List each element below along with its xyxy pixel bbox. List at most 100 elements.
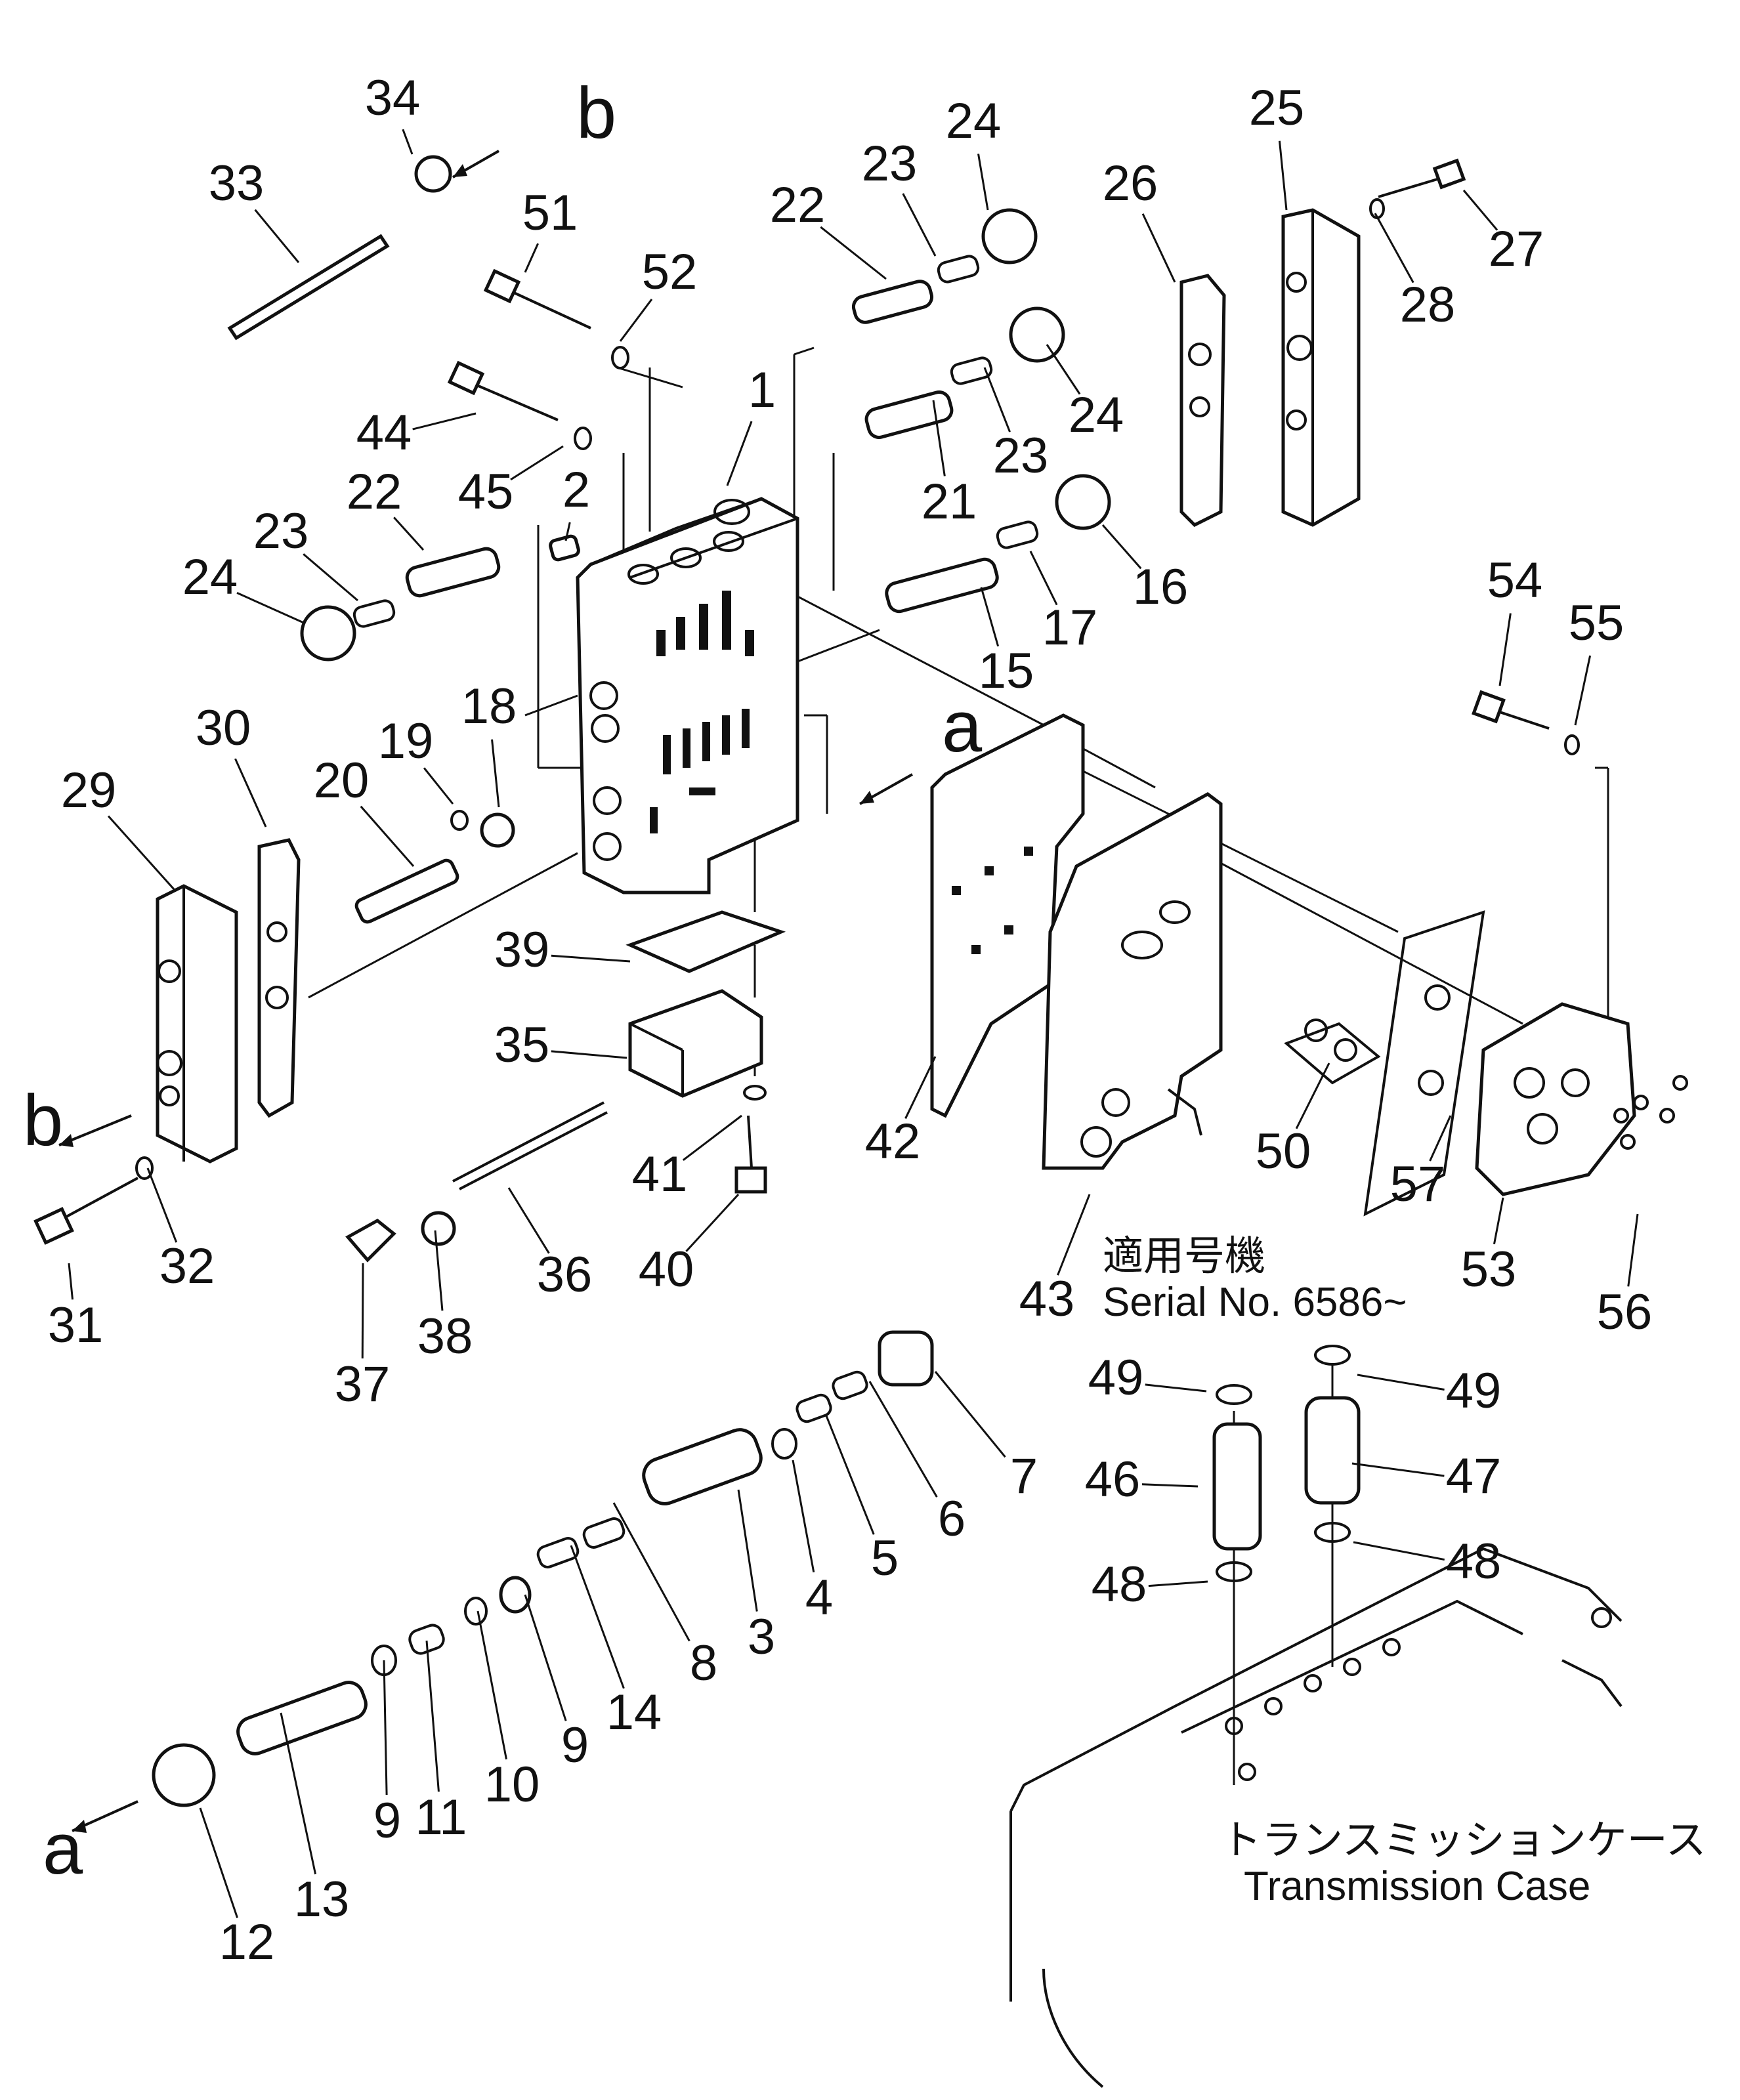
leader-line-p46 xyxy=(1141,1483,1199,1488)
part-number-p8: 8 xyxy=(690,1635,717,1691)
leader-line-p14 xyxy=(570,1545,625,1689)
part-number-p12: 12 xyxy=(219,1914,275,1970)
part-number-p13: 13 xyxy=(294,1872,350,1927)
leader-line-p23b xyxy=(983,367,1011,432)
leader-line-p27 xyxy=(1462,190,1498,231)
cap-part-24a xyxy=(981,208,1038,264)
case-note-jp: トランスミッションケース xyxy=(1221,1818,1707,1863)
bolt-part-54 xyxy=(1472,690,1550,730)
serial-note-en: Serial No. 6586~ xyxy=(1103,1280,1407,1325)
plate-part-57 xyxy=(1363,910,1485,1217)
leader-lines xyxy=(68,129,1639,1918)
leader-line-p11 xyxy=(425,1640,440,1792)
lower-spool-assembly xyxy=(152,1330,934,1807)
part-number-p23b: 23 xyxy=(993,428,1049,484)
valve-body-part-1 xyxy=(576,497,799,894)
part-number-p35: 35 xyxy=(494,1017,550,1073)
leader-line-p42 xyxy=(904,1056,937,1120)
part-number-p46: 46 xyxy=(1085,1452,1141,1507)
leader-line-p4 xyxy=(792,1460,815,1573)
leader-line-p44 xyxy=(412,412,477,430)
leader-line-p49b xyxy=(1357,1374,1445,1391)
part-number-p16: 16 xyxy=(1133,559,1189,615)
leader-line-p54 xyxy=(1498,613,1512,686)
bolt-part-27 xyxy=(1378,158,1466,198)
part-number-p48b: 48 xyxy=(1446,1534,1502,1589)
leader-line-p23c xyxy=(303,553,358,602)
view-label-va-bottom: a xyxy=(43,1809,83,1889)
leader-line-p17 xyxy=(1029,551,1058,606)
clip-part-37 xyxy=(345,1219,396,1263)
valve-part-20 xyxy=(354,858,459,924)
cover-block-part-53 xyxy=(1475,1002,1636,1196)
part-number-p27: 27 xyxy=(1489,221,1544,277)
part-number-p9b: 9 xyxy=(373,1793,401,1849)
tube-part-47 xyxy=(1304,1396,1361,1505)
leader-line-p16 xyxy=(1101,524,1142,570)
leader-line-p35 xyxy=(551,1050,627,1059)
spool-part-15 xyxy=(885,557,999,614)
part-number-p49b: 49 xyxy=(1446,1363,1502,1419)
cap-part-24b xyxy=(1009,306,1065,363)
rings-part-48-49 xyxy=(1216,1345,1351,1582)
rod-part-33 xyxy=(227,234,390,341)
part-number-p5: 5 xyxy=(871,1530,899,1586)
leader-line-p1 xyxy=(726,421,753,486)
leader-line-p50 xyxy=(1295,1062,1330,1129)
leader-line-p48a xyxy=(1148,1580,1208,1587)
part-number-p28: 28 xyxy=(1400,277,1456,333)
seal-set-part-50 xyxy=(1284,1018,1381,1085)
part-number-p22b: 22 xyxy=(347,464,402,520)
leader-line-p23a xyxy=(902,193,937,257)
bolt-part-40 xyxy=(734,1115,767,1194)
part-number-p1: 1 xyxy=(748,362,776,418)
part-number-p11: 11 xyxy=(415,1790,467,1845)
leader-line-p8 xyxy=(612,1502,690,1642)
leader-line-p5 xyxy=(824,1414,875,1535)
view-label-vb-left: b xyxy=(23,1080,63,1161)
part-number-p21: 21 xyxy=(922,474,977,530)
leader-line-p28 xyxy=(1374,213,1414,284)
part-number-p14: 14 xyxy=(606,1685,662,1740)
gasket-part-26 xyxy=(1179,274,1226,528)
spool-part-22b xyxy=(405,547,501,598)
part-number-p9a: 9 xyxy=(561,1717,589,1773)
part-number-p56: 56 xyxy=(1597,1284,1653,1340)
part-number-p53: 53 xyxy=(1461,1242,1517,1297)
part-number-p34: 34 xyxy=(365,70,421,126)
leader-line-p13 xyxy=(280,1712,317,1875)
part-number-p19: 19 xyxy=(378,713,434,769)
part-number-p40: 40 xyxy=(639,1242,694,1297)
cap-part-24c xyxy=(300,605,356,662)
case-note-en: Transmission Case xyxy=(1244,1864,1590,1909)
part-number-p38: 38 xyxy=(417,1309,473,1364)
leader-line-p32 xyxy=(146,1167,178,1243)
leader-line-p40 xyxy=(685,1193,740,1252)
part-number-p3: 3 xyxy=(748,1609,775,1665)
plug-part-2 xyxy=(549,534,580,562)
bolt-part-44 xyxy=(447,360,559,421)
cover-plate-part-25 xyxy=(1281,208,1361,527)
part-number-p31: 31 xyxy=(48,1297,104,1353)
part-number-p6: 6 xyxy=(938,1491,965,1547)
leader-line-p9b xyxy=(383,1660,388,1796)
part-number-p57: 57 xyxy=(1390,1156,1446,1212)
part-number-p30: 30 xyxy=(196,700,251,756)
leader-line-p25 xyxy=(1278,140,1288,211)
part-number-p52: 52 xyxy=(642,244,698,300)
part-number-p10: 10 xyxy=(484,1757,540,1813)
leader-line-p31 xyxy=(68,1263,74,1300)
spool-part-22a xyxy=(851,280,934,324)
part-number-p22a: 22 xyxy=(770,177,826,233)
nut-part-34 xyxy=(414,155,452,193)
serial-note-jp: 適用号機 xyxy=(1103,1234,1265,1279)
leader-line-p29 xyxy=(107,815,175,891)
leader-line-p22a xyxy=(820,226,887,280)
part-number-p43: 43 xyxy=(1019,1271,1075,1327)
cap-part-16 xyxy=(1055,474,1111,530)
leader-line-p34 xyxy=(402,129,414,155)
serial-note: 適用号機 Serial No. 6586~ xyxy=(1103,1234,1407,1325)
spring-part-17 xyxy=(996,520,1039,549)
